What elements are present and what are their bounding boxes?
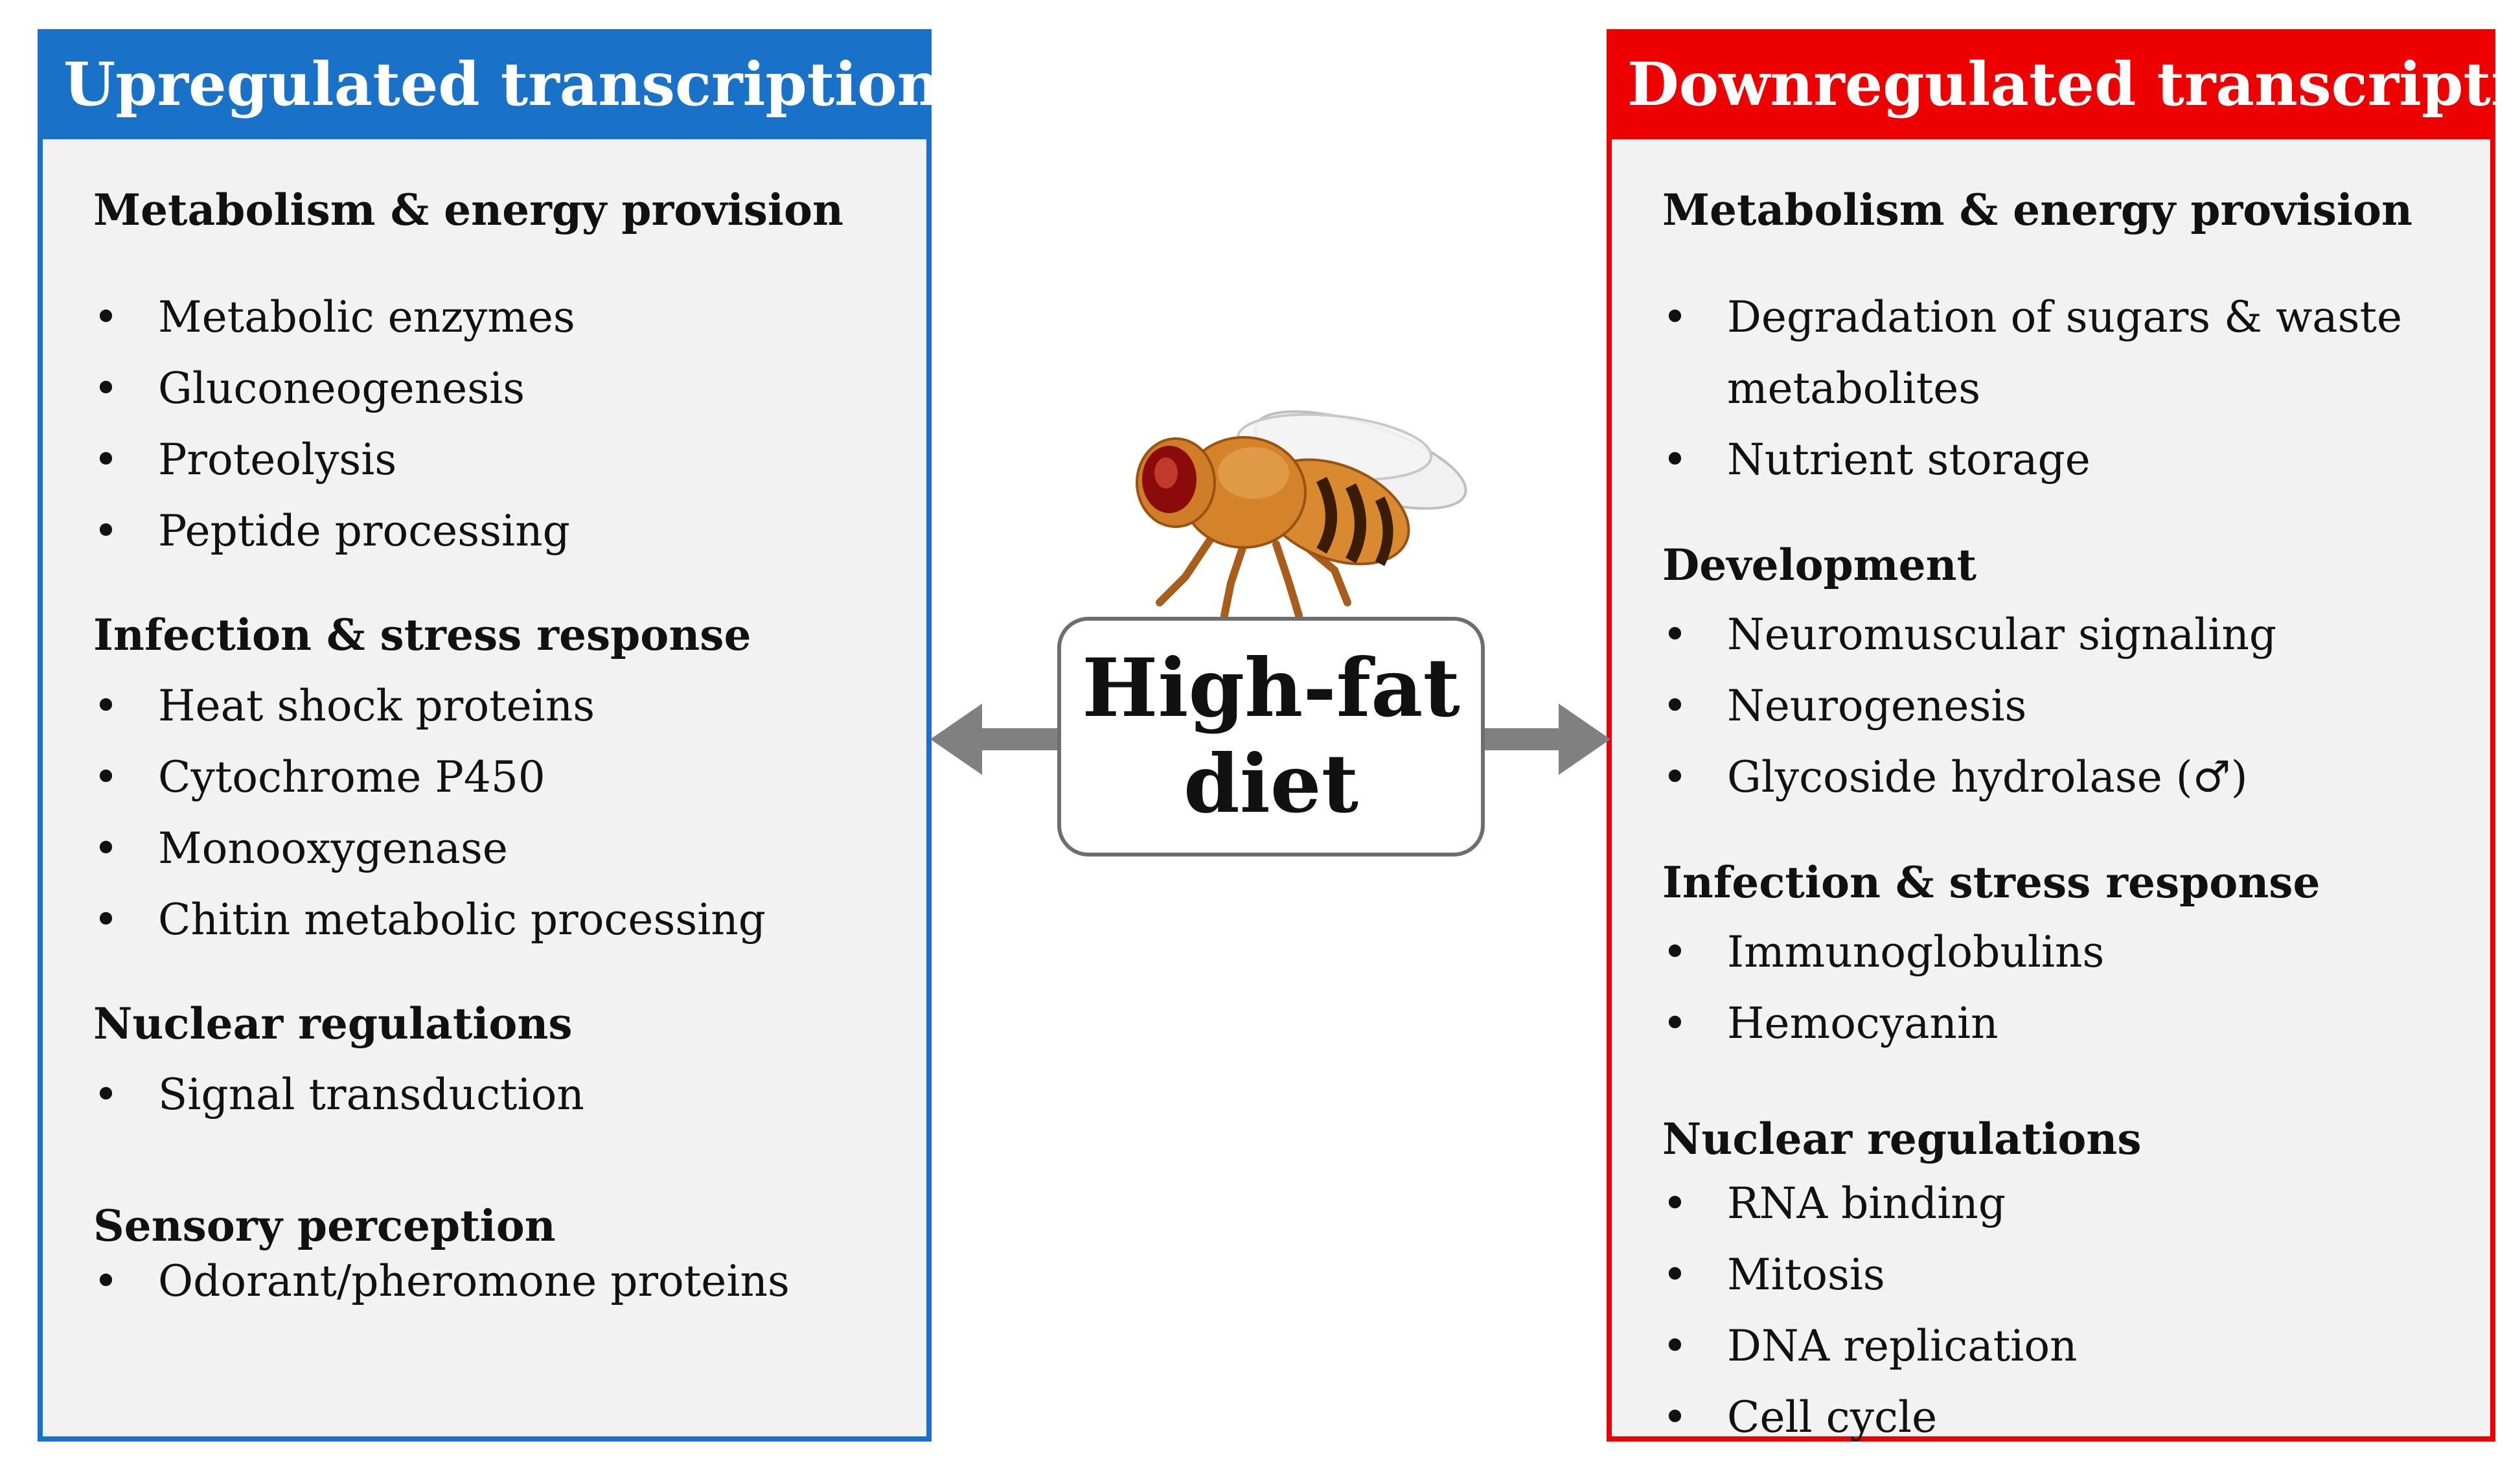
- list-item: •Heat shock proteins: [93, 681, 595, 731]
- list-item: •Proteolysis: [93, 435, 397, 485]
- list-item: •Gluconeogenesis: [93, 363, 525, 413]
- list-item: •Neuromuscular signaling: [1662, 610, 2277, 660]
- list-item: •Glycoside hydrolase (♂): [1662, 752, 2248, 802]
- section-title: Infection & stress response: [93, 610, 751, 660]
- list-item: •Monooxygenase: [93, 823, 508, 873]
- section-title: Development: [1662, 540, 1977, 590]
- section-title: Infection & stress response: [1662, 857, 2320, 908]
- list-item: •Cytochrome P450: [93, 752, 545, 802]
- downregulated-panel-title: Downregulated transcription: [1607, 29, 2520, 139]
- section-title: Sensory perception: [93, 1201, 556, 1251]
- list-item: •Degradation of sugars & waste: [1662, 292, 2403, 342]
- list-item-continuation: metabolites: [1727, 363, 1981, 413]
- fruit-fly-icon: [1136, 410, 1467, 619]
- section-title: Nuclear regulations: [1662, 1114, 2142, 1164]
- high-fat-diet-box: High-fat diet: [1057, 617, 1485, 857]
- list-item: •Chitin metabolic processing: [93, 895, 766, 945]
- upregulated-panel: Upregulated transcription Metabolism & e…: [38, 29, 940, 1442]
- left-arrow-icon: [930, 704, 1060, 775]
- list-item: •Cell cycle: [1662, 1392, 1938, 1442]
- center-label-line2: diet: [1184, 737, 1358, 831]
- list-item: •Metabolic enzymes: [93, 292, 575, 342]
- section-title: Metabolism & energy provision: [1662, 185, 2412, 235]
- list-item: •Nutrient storage: [1662, 435, 2090, 485]
- right-arrow-icon: [1483, 704, 1610, 775]
- list-item: •Odorant/pheromone proteins: [93, 1256, 790, 1306]
- center-label-line1: High-fat: [1082, 641, 1460, 735]
- list-item: •Hemocyanin: [1662, 998, 1999, 1048]
- list-item: •Neurogenesis: [1662, 681, 2027, 731]
- list-item: •Mitosis: [1662, 1250, 1885, 1300]
- downregulated-panel: Downregulated transcription Metabolism &…: [1607, 29, 2520, 1442]
- list-item: •Peptide processing: [93, 506, 570, 556]
- list-item: •RNA binding: [1662, 1179, 2006, 1228]
- section-title: Nuclear regulations: [93, 998, 573, 1049]
- section-title: Metabolism & energy provision: [93, 185, 843, 235]
- list-item: •Signal transduction: [93, 1070, 584, 1120]
- upregulated-panel-title: Upregulated transcription: [38, 29, 940, 139]
- list-item: •Immunoglobulins: [1662, 927, 2105, 977]
- list-item: •DNA replication: [1662, 1321, 2078, 1371]
